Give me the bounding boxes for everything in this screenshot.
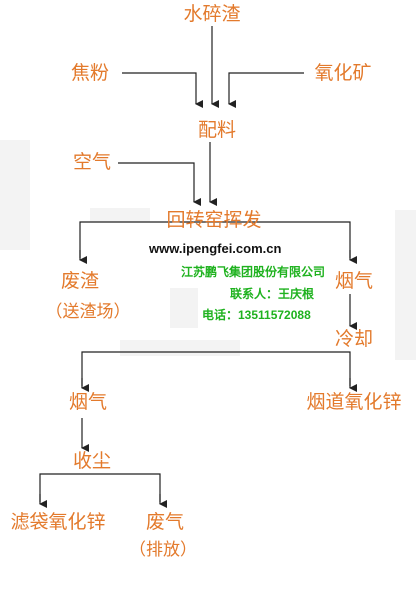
node-waste-slag-note: （送渣场）: [45, 302, 131, 322]
node-batching: 配料: [197, 119, 237, 141]
connector-air: [118, 162, 201, 206]
connector-dust-split: [39, 473, 161, 502]
watermark-block: [90, 208, 150, 222]
watermark-block: [0, 140, 30, 250]
node-exhaust-gas-note: （排放）: [129, 540, 197, 560]
contact-person: 联系人：王庆根: [230, 287, 315, 301]
connector-ore: [228, 72, 304, 108]
node-zinc-oxide-ore: 氧化矿: [314, 62, 372, 84]
node-dust-collection: 收尘: [72, 450, 112, 472]
node-waste-slag: 废渣: [60, 270, 100, 292]
node-exhaust-gas: 废气: [145, 511, 185, 533]
node-water-slag: 水碎渣: [183, 3, 241, 25]
node-coke-powder: 焦粉: [70, 62, 110, 84]
node-air: 空气: [72, 151, 112, 173]
connector-cooling-split: [81, 351, 351, 386]
node-bag-zinc-oxide: 滤袋氧化锌: [10, 511, 106, 533]
connector-coke: [122, 72, 203, 108]
node-flue-gas-2: 烟气: [68, 391, 108, 413]
watermark-block: [170, 288, 198, 328]
contact-url: www.ipengfei.com.cn: [149, 241, 282, 256]
node-cooling: 冷却: [334, 328, 374, 350]
contact-company: 江苏鹏飞集团股份有限公司: [181, 265, 326, 279]
contact-phone: 电话：13511572088: [202, 308, 311, 322]
node-flue-zinc-oxide: 烟道氧化锌: [306, 391, 402, 413]
node-flue-gas-1: 烟气: [334, 270, 374, 292]
connector-kiln-split: [79, 221, 351, 258]
node-rotary-kiln: 回转窑挥发: [166, 209, 262, 231]
watermark-block: [395, 210, 416, 360]
